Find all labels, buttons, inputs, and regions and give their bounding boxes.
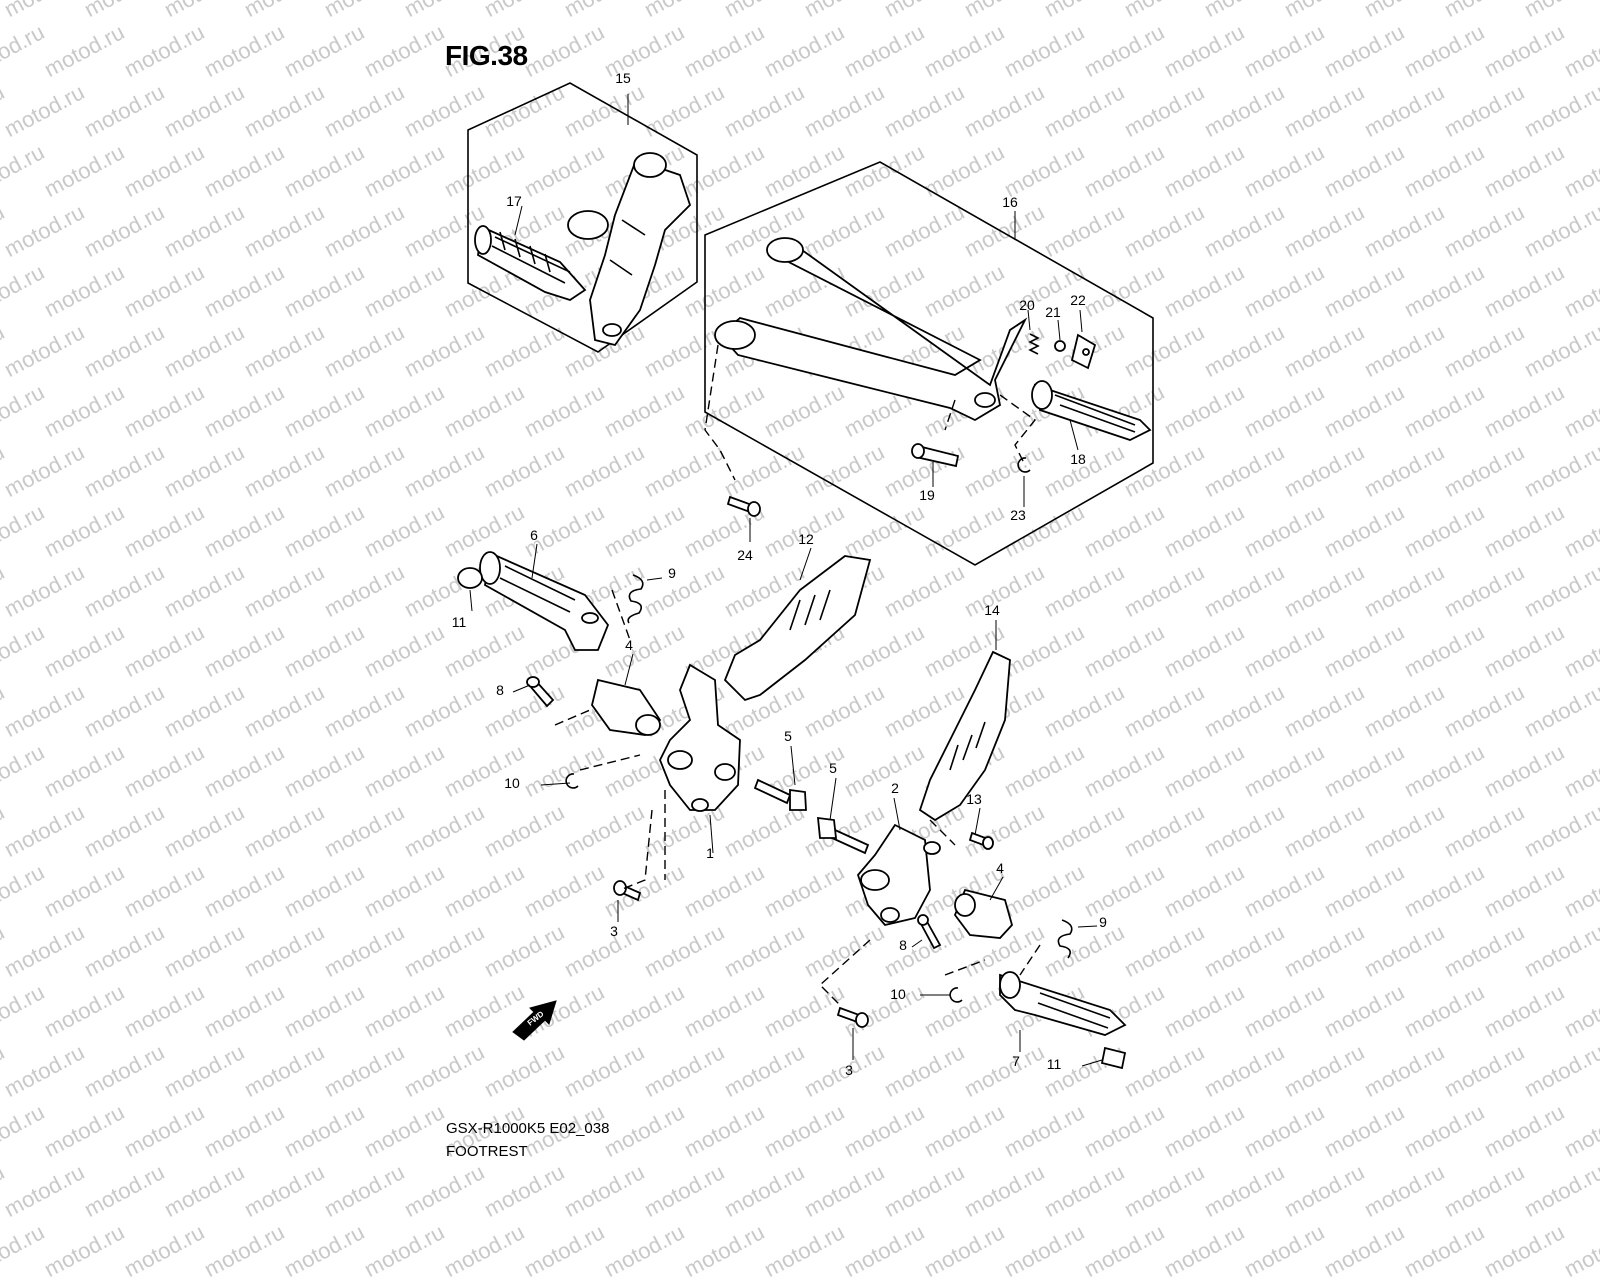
- figure-name-caption: FOOTREST: [446, 1143, 528, 1160]
- watermark-text: motod.ru: [40, 1219, 129, 1283]
- pin-part-8: [526, 676, 555, 708]
- pivot-part-4: [591, 678, 662, 736]
- callout-number: 8: [496, 682, 504, 698]
- assembly-lines: [554, 344, 1041, 1006]
- watermark-text: motod.ru: [200, 1219, 289, 1283]
- callout-number: 24: [737, 547, 753, 563]
- watermark-text: motod.ru: [680, 1219, 769, 1283]
- forward-arrow-icon: FWD: [512, 1000, 557, 1041]
- callout-number: 11: [1047, 1056, 1062, 1072]
- plug-part-11-right: [1100, 1046, 1127, 1070]
- callout-number: 22: [1070, 292, 1086, 308]
- footpeg-part-6: [479, 551, 610, 651]
- watermark-text: motod.ru: [840, 1219, 929, 1283]
- callout-number: 11: [452, 614, 467, 630]
- callout-number: 18: [1070, 451, 1086, 467]
- callout-number: 5: [829, 760, 837, 776]
- spring-part-9: [627, 574, 644, 624]
- plate-part-22: [1070, 333, 1097, 370]
- callout-number: 15: [615, 70, 631, 86]
- callout-number: 16: [1002, 194, 1018, 210]
- watermark-text: motod.ru: [920, 1219, 1009, 1283]
- watermark-text: motod.ru: [1160, 1219, 1249, 1283]
- figure-title: FIG.38: [445, 40, 528, 71]
- bracket-part-2: [856, 823, 941, 927]
- watermark-text: motod.ru: [0, 1219, 49, 1283]
- watermark-text: motod.ru: [1000, 1219, 1089, 1283]
- bolt-part-13: [968, 831, 994, 850]
- callout-number: 20: [1019, 297, 1035, 313]
- callout-number: 10: [504, 775, 520, 791]
- clip-part-23: [1017, 457, 1031, 473]
- callout-number: 12: [798, 531, 814, 547]
- watermark-text: motod.ru: [1560, 1219, 1600, 1283]
- watermark-text: motod.ru: [280, 1219, 369, 1283]
- spring-part-9-right: [1057, 919, 1073, 959]
- callout-number: 3: [845, 1062, 853, 1078]
- pin-part-8-right: [917, 914, 942, 950]
- watermark-text: motod.ru: [440, 1219, 529, 1283]
- watermark-text: motod.ru: [520, 1219, 609, 1283]
- watermark-text: motod.ru: [1320, 1219, 1409, 1283]
- callout-number: 4: [625, 637, 633, 653]
- watermark-text: motod.ru: [360, 1219, 449, 1283]
- callout-number: 3: [610, 923, 618, 939]
- watermark-text: motod.ru: [120, 1219, 209, 1283]
- watermark-text: motod.ru: [1480, 1219, 1569, 1283]
- bracket-part-15: [567, 152, 692, 347]
- exploded-parts-diagram: FWD: [452, 70, 1154, 1078]
- heel-guard-part-12: [723, 555, 872, 702]
- watermark-text: motod.ru: [600, 1219, 689, 1283]
- callout-number: 8: [899, 937, 907, 953]
- clip-part-10: [565, 773, 579, 789]
- watermark-text: motod.ru: [1080, 1219, 1169, 1283]
- heel-guard-part-14: [918, 650, 1011, 822]
- callout-number: 7: [1012, 1053, 1020, 1069]
- footpeg-part-18: [1031, 380, 1152, 441]
- plug-part-11: [457, 567, 483, 589]
- callout-number: 2: [891, 780, 899, 796]
- bolt-part-24: [726, 495, 761, 517]
- ball-part-21: [1054, 340, 1066, 352]
- pin-part-19: [911, 443, 960, 468]
- footpeg-part-17: [474, 225, 587, 301]
- callout-number: 17: [506, 193, 522, 209]
- bracket-part-1: [659, 663, 741, 812]
- callout-number: 1: [706, 845, 714, 861]
- callout-number: 21: [1045, 304, 1061, 320]
- callout-number: 9: [1099, 914, 1107, 930]
- callout-number: 4: [996, 860, 1004, 876]
- callout-number: 9: [668, 565, 676, 581]
- bolt-part-3: [613, 880, 869, 1028]
- group-box-16: [704, 161, 1154, 566]
- callout-number: 6: [530, 527, 538, 543]
- group-box-15: [467, 82, 698, 353]
- bolt-part-5: [753, 778, 870, 855]
- spring-part-20: [1028, 333, 1040, 355]
- callout-number: 5: [784, 728, 792, 744]
- pivot-part-4-right: [953, 888, 1014, 939]
- callout-number: 13: [966, 791, 982, 807]
- callout-number: 10: [890, 986, 906, 1002]
- leader-lines: [469, 94, 1103, 1067]
- watermark-text: motod.ru: [760, 1219, 849, 1283]
- clip-part-10-right: [949, 987, 963, 1003]
- callout-number: 14: [984, 602, 1000, 618]
- watermark-text: motod.ru: [1400, 1219, 1489, 1283]
- bracket-part-16: [714, 237, 1028, 422]
- model-code-caption: GSX-R1000K5 E02_038: [446, 1120, 610, 1137]
- callout-number: 23: [1010, 507, 1026, 523]
- callout-number: 19: [919, 487, 935, 503]
- watermark-text: motod.ru: [1240, 1219, 1329, 1283]
- footpeg-part-7: [999, 971, 1127, 1036]
- callout-labels: 1233445567889910101111121314151617181920…: [452, 70, 1107, 1078]
